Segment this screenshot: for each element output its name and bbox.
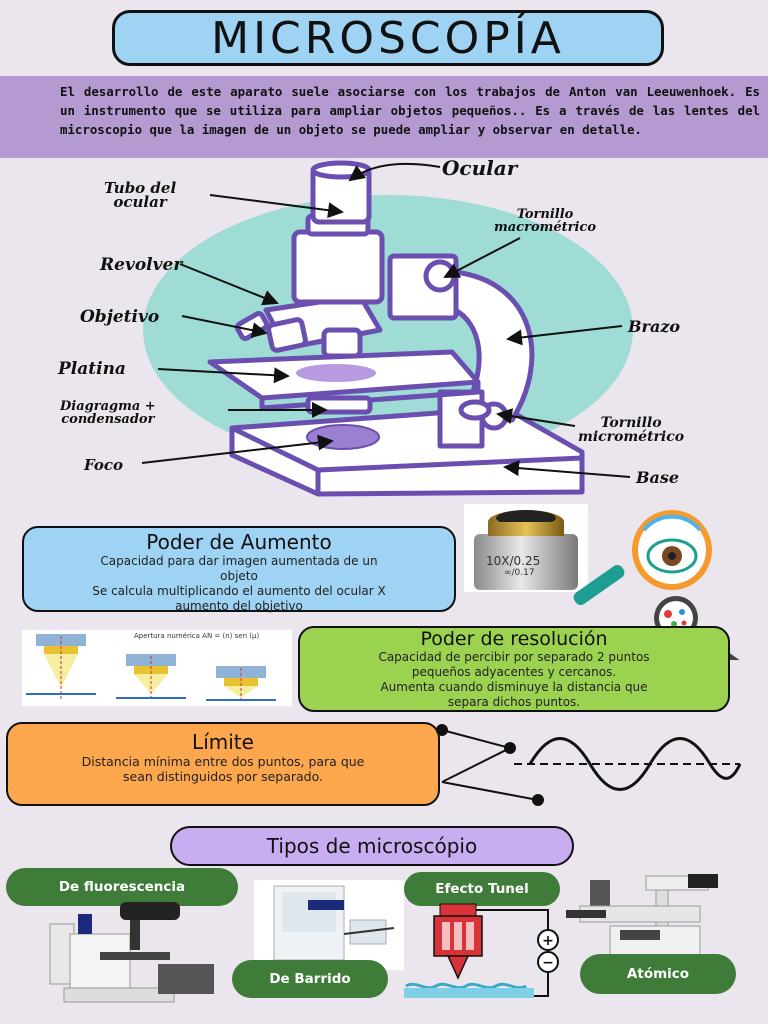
- tipo-fluorescencia-label: De fluorescencia: [58, 879, 186, 895]
- resolucion-body: Capacidad de percibir por separado 2 pun…: [300, 650, 728, 710]
- label-tubo-ocular: Tubo del ocular: [104, 179, 177, 211]
- objective-2: [266, 317, 308, 353]
- label-revolver: Revolver: [100, 255, 183, 275]
- objective-3: [321, 327, 363, 359]
- minus-terminal-icon: [537, 951, 559, 973]
- aumento-line2: objeto: [220, 569, 258, 583]
- label-diagragma-line2: condensador: [61, 412, 155, 427]
- objective-lens-text1: 10X/0.25: [486, 554, 541, 568]
- afm-microscope-photo: [566, 874, 718, 957]
- limite-line2: sean distinguidos por separado.: [123, 769, 323, 784]
- aumento-line4: aumento del objetivo: [175, 599, 303, 613]
- sem-graphic: [273, 885, 395, 961]
- label-diagragma-line1: Diagragma +: [60, 399, 156, 414]
- plus-terminal-icon: [537, 929, 559, 951]
- limite-line1: Distancia mínima entre dos puntos, para …: [81, 754, 365, 769]
- tipo-barrido-label: De Barrido: [269, 971, 351, 987]
- svg-text:+: +: [542, 933, 554, 949]
- svg-text:−: −: [542, 955, 554, 971]
- point-1: [436, 724, 448, 736]
- label-base: Base: [636, 468, 680, 487]
- stage-light: [296, 364, 376, 382]
- point-2: [504, 742, 516, 754]
- foco-lamp: [306, 424, 380, 450]
- aumento-line3: Se calcula multiplicando el aumento del …: [92, 584, 386, 598]
- label-platina: Platina: [58, 359, 126, 379]
- magnifier-eye-icon: [573, 510, 712, 606]
- limite-card: Límite Distancia mínima entre dos puntos…: [6, 722, 440, 806]
- points-wave-illustration: [436, 724, 742, 806]
- tipo-barrido-pill: De Barrido: [232, 960, 388, 998]
- aperture-caption: Apertura numérica AN = (n) sen (μ): [134, 632, 260, 640]
- tipo-efecto-tunel-label: Efecto Tunel: [435, 881, 529, 897]
- objective-lens-graphic: [474, 510, 578, 590]
- resolucion-line2: pequeños adyacentes y cercanos.: [411, 665, 617, 679]
- coarse-knob: [423, 259, 457, 293]
- tipo-atomico-pill: Atómico: [580, 954, 736, 994]
- aumento-card: Poder de Aumento Capacidad para dar imag…: [22, 526, 456, 614]
- limite-title: Límite: [192, 730, 254, 754]
- aperture-figure: Apertura numérica AN = (n) sen (μ): [22, 630, 292, 706]
- resolucion-line3: Aumenta cuando disminuye la distancia qu…: [380, 680, 648, 694]
- label-diagragma: Diagragma + condensador: [60, 400, 156, 426]
- label-tubo-line2: ocular: [113, 193, 167, 211]
- resolucion-title: Poder de resolución: [420, 628, 608, 650]
- fluorescence-microscope-photo: [49, 902, 214, 1003]
- label-micro-line1: Tornillo: [600, 415, 662, 431]
- resolucion-line1: Capacidad de percibir por separado 2 pun…: [378, 650, 650, 664]
- label-micro-line2: micrométrico: [578, 429, 685, 445]
- label-ocular: Ocular: [442, 156, 518, 180]
- label-foco: Foco: [84, 456, 123, 474]
- label-tornillo-micrometrico: Tornillo micrométrico: [578, 416, 684, 444]
- objective-lens-text2: ∞/0.17: [504, 568, 535, 578]
- body-tube: [291, 229, 385, 305]
- label-macro-line1: Tornillo: [516, 207, 574, 222]
- objective-lens-photo: 10X/0.25 ∞/0.17: [464, 504, 588, 592]
- label-macro-line2: macrométrico: [494, 220, 597, 235]
- sem-microscope-photo: [254, 880, 404, 970]
- aumento-title: Poder de Aumento: [146, 530, 332, 554]
- aumento-body: Capacidad para dar imagen aumentada de u…: [24, 554, 454, 614]
- resolucion-line4: separa dichos puntos.: [447, 695, 581, 709]
- tipos-title-box: Tipos de microscópio: [170, 826, 574, 866]
- page-title: MICROSCOPÍA: [211, 12, 565, 64]
- point-3: [532, 794, 544, 806]
- aumento-line1: Capacidad para dar imagen aumentada de u…: [100, 554, 378, 568]
- title-banner: MICROSCOPÍA: [112, 10, 664, 66]
- tunnel-effect-diagram: + −: [404, 903, 559, 998]
- wave-line: [528, 737, 742, 791]
- tipo-atomico-label: Atómico: [626, 966, 690, 982]
- intro-paragraph: El desarrollo de este aparato suele asoc…: [0, 76, 768, 158]
- aperture-cones: [26, 634, 276, 702]
- resolucion-card: Poder de resolución Capacidad de percibi…: [298, 626, 730, 712]
- microscope-diagram: [141, 160, 633, 497]
- label-tubo-line1: Tubo del: [104, 179, 177, 197]
- label-brazo: Brazo: [628, 317, 681, 336]
- label-objetivo: Objetivo: [80, 307, 160, 327]
- tipos-title: Tipos de microscópio: [266, 834, 478, 858]
- limite-body: Distancia mínima entre dos puntos, para …: [8, 754, 438, 784]
- tipo-efecto-tunel-pill: Efecto Tunel: [404, 872, 560, 906]
- label-tornillo-macrometrico: Tornillo macrométrico: [494, 208, 596, 234]
- tipo-fluorescencia-pill: De fluorescencia: [6, 868, 238, 906]
